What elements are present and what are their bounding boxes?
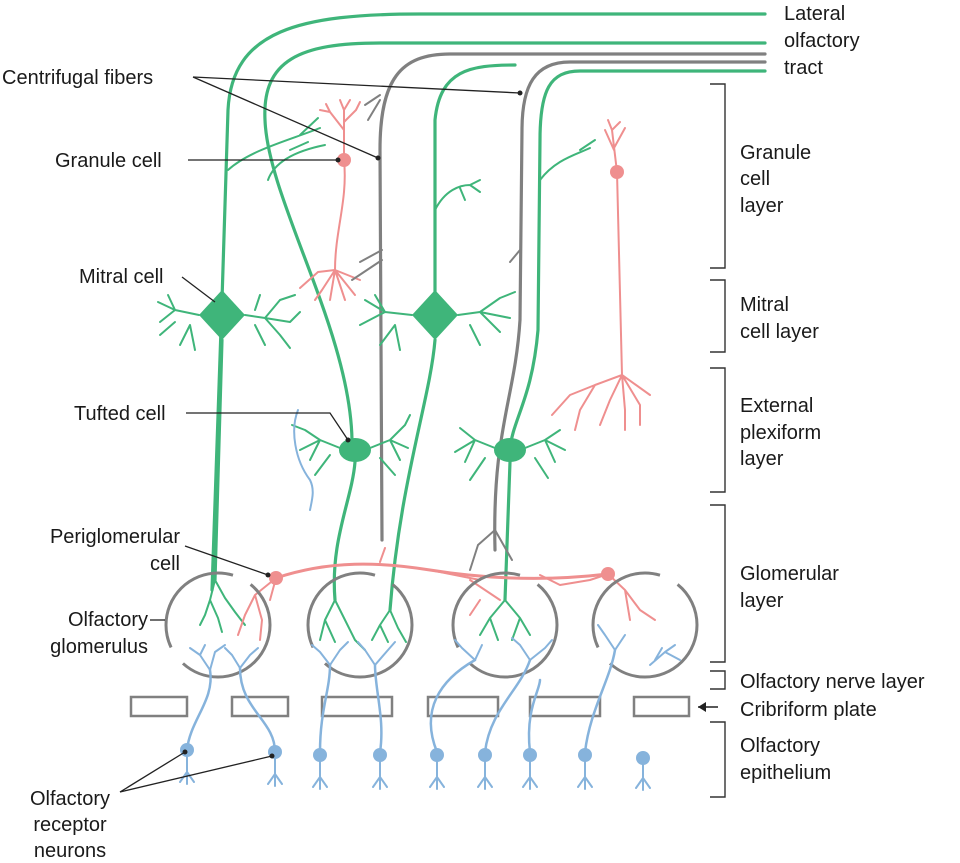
label-lot-line3: tract (784, 57, 823, 79)
label-gcl-line1: Granule (740, 142, 811, 164)
label-receptor-line3: neurons (34, 840, 106, 862)
label-receptor-line1: Olfactory (30, 788, 110, 810)
receptor-axon-tufts (189, 624, 681, 671)
mitral-cell-body-1 (199, 290, 245, 340)
tufted-axon-2 (508, 69, 767, 452)
label-mitral-cell: Mitral cell (79, 266, 163, 288)
label-cribriform: Cribriform plate (740, 699, 877, 721)
tufted-cell-body-1 (339, 438, 371, 462)
cribriform-plate (129, 695, 691, 718)
glomerulus-4 (591, 571, 699, 679)
mitral-cell-body-2 (412, 290, 458, 340)
label-lot-line2: olfactory (784, 30, 860, 52)
mitral-axon-2 (433, 63, 517, 312)
label-periglomerular-line2: cell (150, 553, 180, 575)
left-leader-lines (119, 76, 718, 793)
tufted-cell-2 (454, 427, 566, 641)
olfactory-receptor-neurons (179, 648, 651, 791)
granule-cell-body-2 (610, 165, 624, 179)
periglomerular-cell-body-2 (601, 567, 615, 581)
label-granule-cell: Granule cell (55, 150, 162, 172)
centrifugal-axon-2 (493, 60, 767, 552)
label-gl-line2: layer (740, 590, 784, 612)
label-glomerulus-line1: Olfactory (68, 609, 148, 631)
label-epl-line1: External (740, 395, 813, 417)
centrifugal-axon-1 (378, 52, 767, 542)
label-oe-line1: Olfactory (740, 735, 820, 757)
layer-brackets (710, 83, 726, 798)
axon-collaterals (227, 117, 596, 211)
label-gl-line1: Glomerular (740, 563, 839, 585)
label-periglomerular-line1: Periglomerular (50, 526, 180, 548)
mitral-cell-1 (157, 290, 301, 633)
label-mcl-line1: Mitral (740, 294, 789, 316)
label-gcl-line2: cell (740, 168, 770, 190)
label-lot-line1: Lateral (784, 3, 845, 25)
glomerulus-1 (164, 571, 272, 679)
mitral-cell-2 (359, 290, 516, 643)
label-gcl-line3: layer (740, 195, 784, 217)
left-labels: Centrifugal fibers Granule cell Mitral c… (2, 67, 180, 862)
tufted-axon-1 (263, 41, 767, 442)
label-glomerulus-line2: glomerulus (50, 636, 148, 658)
lateral-olfactory-tract (210, 12, 767, 592)
glomerulus-2 (306, 571, 414, 679)
label-receptor-line2: receptor (33, 814, 107, 836)
label-mcl-line2: cell layer (740, 321, 819, 343)
tufted-cell-1 (291, 409, 411, 651)
glomeruli (164, 571, 699, 679)
label-onl: Olfactory nerve layer (740, 671, 925, 693)
right-labels: Lateral olfactory tract Granule cell lay… (740, 3, 925, 784)
label-epl-line3: layer (740, 448, 784, 470)
centrifugal-terminals (351, 94, 521, 571)
granule-cell-body-1 (337, 153, 351, 167)
label-tufted-cell: Tufted cell (74, 403, 166, 425)
glomerulus-3 (451, 571, 559, 679)
granule-cell-2 (551, 119, 651, 431)
label-centrifugal-fibers: Centrifugal fibers (2, 67, 153, 89)
granule-cell-1 (299, 99, 361, 301)
mitral-axon-1 (210, 12, 767, 592)
label-oe-line2: epithelium (740, 762, 831, 784)
label-epl-line2: plexiform (740, 422, 821, 444)
periglomerular-cell-body-1 (269, 571, 283, 585)
tufted-cell-body-2 (494, 438, 526, 462)
